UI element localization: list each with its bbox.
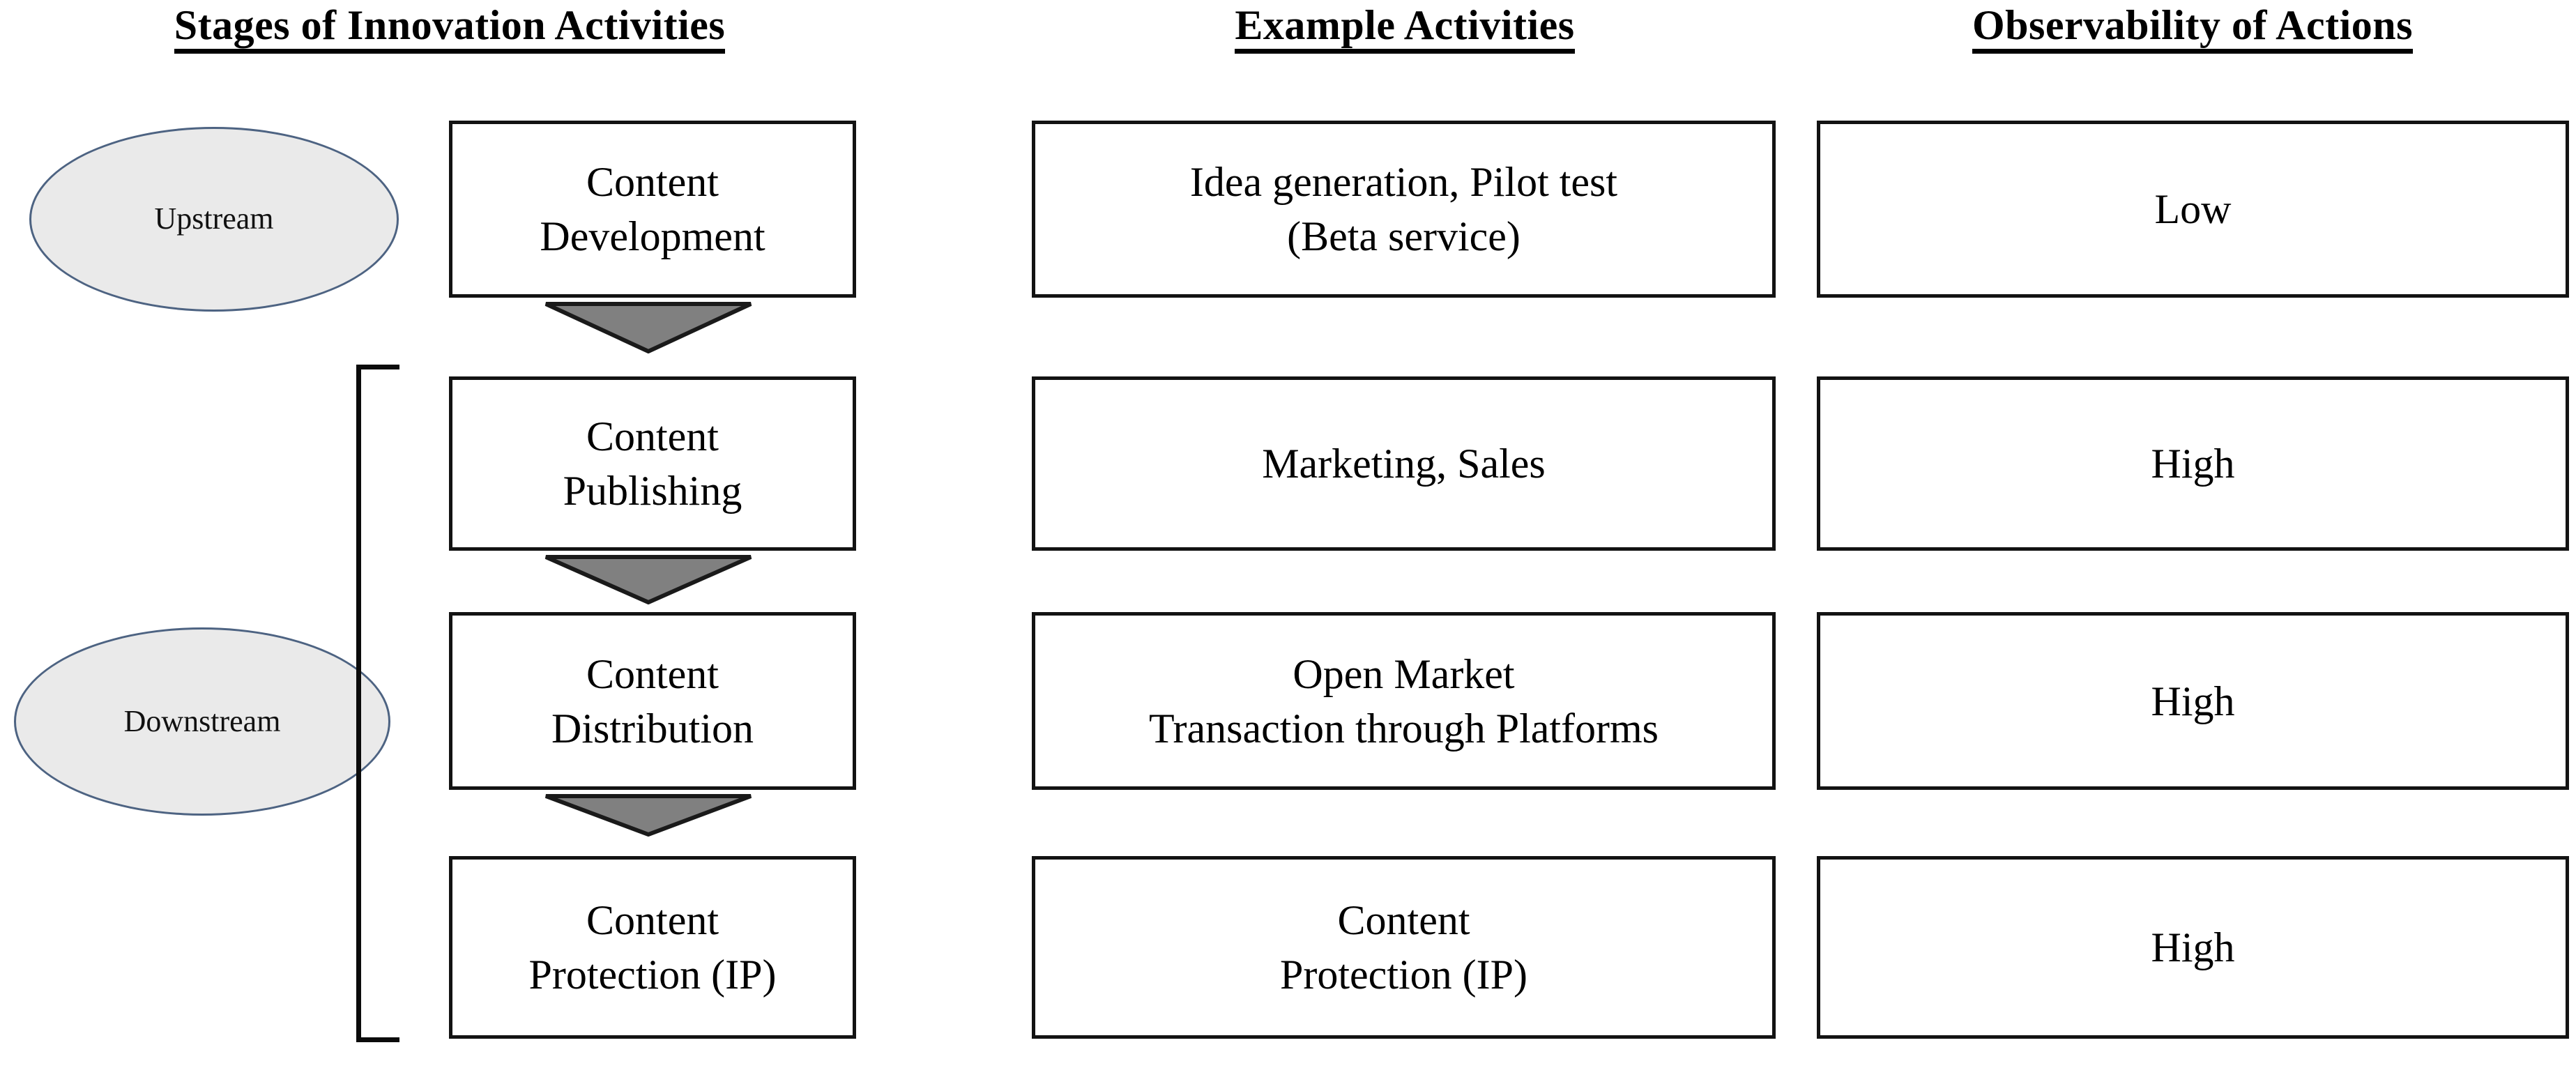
observability-box[interactable]: Low (1817, 121, 2569, 298)
observability-box-label: Low (2154, 186, 2232, 232)
example-box-label: Idea generation, Pilot test(Beta service… (1189, 159, 1618, 259)
column-header-observability-label: Observability of Actions (1972, 4, 2413, 54)
example-box-label: Marketing, Sales (1262, 441, 1546, 487)
arrow-down-icon (544, 793, 753, 837)
observability-box-label: High (2151, 924, 2235, 970)
bracket-bottom-tick (356, 1037, 399, 1042)
observability-box-label: High (2151, 678, 2235, 724)
column-header-stages-label: Stages of Innovation Activities (174, 4, 726, 54)
column-header-observability: Observability of Actions (1813, 4, 2573, 54)
group-ellipse-upstream: Upstream (29, 127, 399, 312)
column-header-example-activities-label: Example Activities (1235, 4, 1575, 54)
observability-box[interactable]: High (1817, 376, 2569, 551)
group-ellipse-downstream-label: Downstream (123, 703, 281, 738)
observability-box[interactable]: High (1817, 612, 2569, 790)
column-header-example-activities: Example Activities (976, 4, 1834, 54)
observability-box[interactable]: High (1817, 856, 2569, 1039)
column-header-stages: Stages of Innovation Activities (0, 4, 899, 54)
example-box[interactable]: Marketing, Sales (1032, 376, 1776, 551)
arrow-down-icon (544, 301, 753, 353)
group-ellipse-downstream: Downstream (14, 627, 390, 816)
bracket-top-tick (356, 365, 399, 369)
downstream-bracket (352, 365, 401, 1042)
bracket-vertical-line (356, 365, 361, 1042)
observability-box-label: High (2151, 441, 2235, 487)
arrow-down-icon (544, 554, 753, 604)
example-box[interactable]: Idea generation, Pilot test(Beta service… (1032, 121, 1776, 298)
group-ellipse-upstream-label: Upstream (154, 201, 274, 236)
